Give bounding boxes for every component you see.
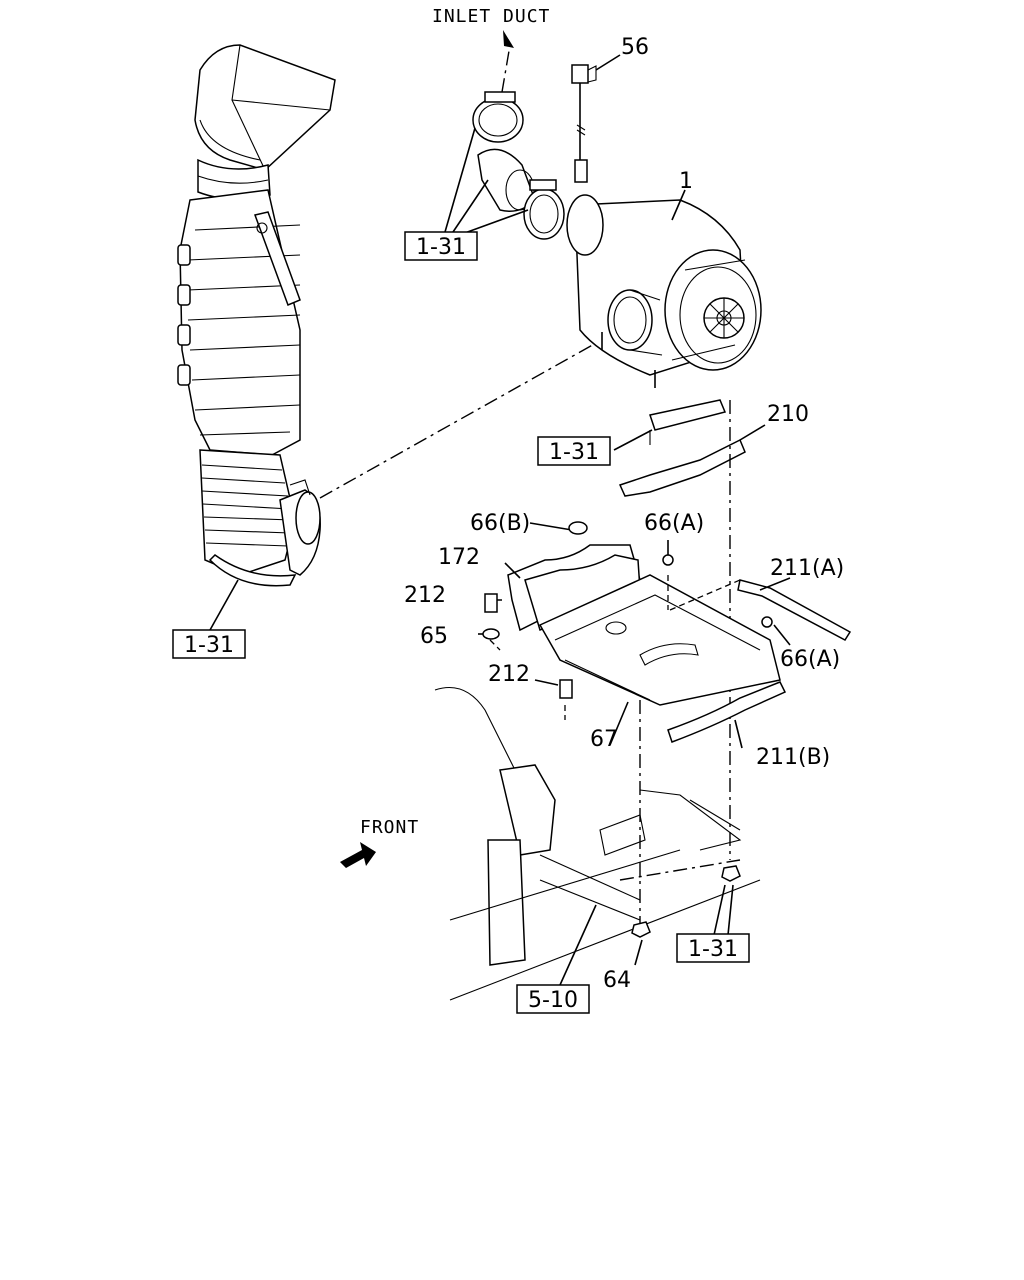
ref-air-cleaner-text: 1-31 bbox=[416, 235, 466, 260]
label-part-210: 210 bbox=[767, 402, 809, 427]
label-part-66a-top: 66(A) bbox=[644, 511, 704, 536]
leader-clamp-upper bbox=[444, 127, 476, 233]
front-arrow-icon bbox=[340, 842, 376, 868]
mounting-plate-172 bbox=[478, 522, 781, 746]
vehicle-frame bbox=[434, 686, 761, 1001]
label-part-172: 172 bbox=[438, 545, 480, 570]
label-part-64: 64 bbox=[603, 968, 631, 993]
leader-clamp-lower bbox=[461, 209, 529, 235]
plate-211a bbox=[737, 577, 852, 641]
label-part-1: 1 bbox=[679, 169, 693, 194]
label-part-66a-right: 66(A) bbox=[780, 647, 840, 672]
nuts bbox=[559, 865, 741, 986]
ref-frame-text: 5-10 bbox=[528, 988, 578, 1013]
ref-box-air-cleaner[interactable]: 1-31 bbox=[404, 231, 478, 261]
ref-nuts-text: 1-31 bbox=[688, 937, 738, 962]
label-part-67: 67 bbox=[590, 727, 618, 752]
label-part-66b: 66(B) bbox=[470, 511, 530, 536]
label-part-212-top: 212 bbox=[404, 583, 446, 608]
leader-hose bbox=[452, 179, 489, 233]
label-part-211a: 211(A) bbox=[770, 556, 844, 581]
label-part-212-bottom: 212 bbox=[488, 662, 530, 687]
label-inlet-duct: INLET DUCT bbox=[432, 6, 550, 27]
intake-duct-assembly bbox=[177, 44, 336, 631]
ref-bracket-text: 1-31 bbox=[549, 440, 599, 465]
ref-intake-text: 1-31 bbox=[184, 633, 234, 658]
plate-211b bbox=[667, 681, 787, 749]
label-part-56: 56 bbox=[621, 35, 649, 60]
label-part-211b: 211(B) bbox=[756, 745, 830, 770]
ref-box-nuts[interactable]: 1-31 bbox=[676, 933, 750, 963]
label-part-65: 65 bbox=[420, 624, 448, 649]
air-cleaner-assembly bbox=[472, 91, 762, 388]
ref-box-frame[interactable]: 5-10 bbox=[516, 984, 590, 1014]
label-front: FRONT bbox=[360, 817, 419, 838]
duct-connection-line bbox=[319, 337, 606, 499]
ref-box-intake[interactable]: 1-31 bbox=[172, 629, 246, 659]
fasteners bbox=[482, 521, 791, 699]
ref-box-bracket[interactable]: 1-31 bbox=[537, 436, 611, 466]
restriction-sensor bbox=[571, 54, 621, 183]
inlet-duct-arrow bbox=[501, 30, 514, 93]
